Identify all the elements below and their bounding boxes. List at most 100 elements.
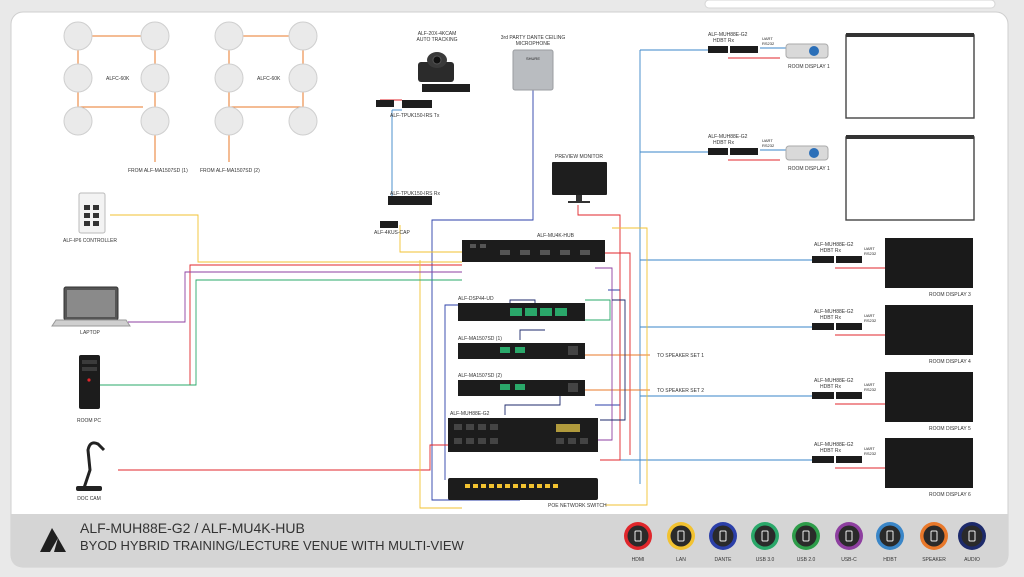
to-speaker-1: TO SPEAKER SET 1 [657, 353, 704, 359]
document-camera[interactable]: DOC CAM [76, 441, 106, 502]
tpuk-transmitter[interactable]: ALF-TPUK150-IRS Tx [376, 100, 440, 119]
rx6-rs: RS232 [864, 451, 877, 456]
legend-label: LAN [676, 557, 686, 563]
rx6-model: ALF-MUH88E-G2 [814, 442, 854, 448]
amplifier-2[interactable]: ALF-MA1507SD (2) [458, 373, 585, 396]
mu4k-hub[interactable]: ALF-MU4K-HUB [462, 233, 605, 262]
tpuk-receiver[interactable]: ALF-TPUK150-IRS Rx [388, 191, 441, 205]
usb-capture[interactable]: ALF-4KUS-CAP [374, 221, 411, 236]
ceiling-speaker-icon [140, 106, 170, 136]
speaker-set-2: ALFC-60K FROM ALF-MA1507SD (2) [200, 21, 318, 174]
ceiling-speaker-icon [140, 63, 170, 93]
dsp-processor[interactable]: ALF-DSP44-UD [458, 296, 585, 321]
rx4-uart: UART [864, 313, 875, 318]
speaker-set-1-label: ALFC-60K [106, 76, 130, 82]
display-4-label: ROOM DISPLAY 4 [929, 359, 971, 365]
rx1-model: ALF-MUH88E-G2 [708, 32, 748, 38]
receiver-3[interactable]: ALF-MUH88E-G2 HDBT Rx UART RS232 [812, 242, 877, 263]
legend-item-audio: AUDIO [958, 522, 986, 563]
amp2-label: ALF-MA1507SD (2) [458, 373, 502, 379]
speaker-icon [930, 530, 938, 542]
rx4-model: ALF-MUH88E-G2 [814, 309, 854, 315]
rx5-model: ALF-MUH88E-G2 [814, 378, 854, 384]
rx5-uart: UART [864, 382, 875, 387]
ceiling-speaker-icon [288, 63, 318, 93]
rx2-uart: UART [762, 138, 773, 143]
amp1-label: ALF-MA1507SD (1) [458, 336, 502, 342]
top-tab [704, 0, 996, 9]
ceiling-microphone[interactable]: SHURE 3rd PARTY DANTE CEILING MICROPHONE [501, 35, 566, 91]
legend-label: SPEAKER [922, 557, 946, 563]
hub-label: ALF-MU4K-HUB [537, 233, 575, 239]
to-speaker-2: TO SPEAKER SET 2 [657, 388, 704, 394]
display-4[interactable]: ROOM DISPLAY 4 [885, 305, 973, 365]
ptz-camera[interactable]: ALF-20X-4KCAM AUTO TRACKING [417, 31, 458, 82]
mic-label-1: 3rd PARTY DANTE CEILING [501, 35, 566, 41]
rx3-model: ALF-MUH88E-G2 [814, 242, 854, 248]
ceiling-speaker-icon [214, 63, 244, 93]
dante-icon [719, 530, 727, 542]
legend-label: HDBT [883, 557, 897, 563]
ceiling-speaker-icon [288, 21, 318, 51]
rx4-rs: RS232 [864, 318, 877, 323]
rx2-rs: RS232 [762, 143, 775, 148]
projector-2[interactable]: ROOM DISPLAY 1 [785, 145, 830, 172]
projector-1-label: ROOM DISPLAY 1 [788, 64, 830, 70]
camera-label-1: ALF-20X-4KCAM [418, 31, 457, 37]
ip6-controller[interactable]: ALF-IP6 CONTROLLER [63, 192, 117, 244]
hdbt-icon [886, 530, 894, 542]
projection-screen-2 [845, 135, 975, 221]
lan-icon [677, 530, 685, 542]
receiver-4[interactable]: ALF-MUH88E-G2 HDBT Rx UART RS232 [812, 309, 877, 330]
ceiling-speaker-icon [214, 21, 244, 51]
laptop[interactable]: LAPTOP [51, 286, 131, 336]
preview-monitor-label: PREVIEW MONITOR [555, 154, 603, 160]
display-3-label: ROOM DISPLAY 3 [929, 292, 971, 298]
ceiling-speaker-icon [140, 21, 170, 51]
camera-label-2: AUTO TRACKING [417, 37, 458, 43]
room-pc-label: ROOM PC [77, 418, 101, 424]
amplifier-1[interactable]: ALF-MA1507SD (1) [458, 336, 585, 359]
legend-item-usb-2-0: USB 2.0 [792, 522, 820, 563]
speaker-set-1-source: FROM ALF-MA1507SD (1) [128, 168, 188, 174]
diagram-title: ALF-MUH88E-G2 / ALF-MU4K-HUB [80, 520, 305, 536]
projection-screen-1 [845, 33, 975, 119]
legend-item-hdbt: HDBT [876, 522, 904, 563]
legend-item-lan: LAN [667, 522, 695, 563]
legend-label: HDMI [632, 557, 645, 563]
camera-extender-box [422, 84, 470, 92]
display-6[interactable]: ROOM DISPLAY 6 [885, 438, 973, 498]
receiver-1[interactable]: ALF-MUH88E-G2 HDBT Rx UART RS232 [708, 32, 775, 53]
poe-switch[interactable]: POE NETWORK SWITCH [448, 478, 607, 509]
matrix-switcher[interactable]: ALF-MUH88E-G2 [448, 411, 598, 452]
ceiling-speaker-icon [63, 21, 93, 51]
usb3-icon [761, 530, 769, 542]
preview-monitor[interactable]: PREVIEW MONITOR [552, 154, 607, 203]
rx2-sub: HDBT Rx [713, 140, 735, 146]
ceiling-speaker-icon [63, 63, 93, 93]
receiver-2[interactable]: ALF-MUH88E-G2 HDBT Rx UART RS232 [708, 134, 775, 155]
receiver-5[interactable]: ALF-MUH88E-G2 HDBT Rx UART RS232 [812, 378, 877, 399]
legend-label: USB-C [841, 557, 857, 563]
rx1-sub: HDBT Rx [713, 38, 735, 44]
hdmi-icon [634, 530, 642, 542]
display-6-label: ROOM DISPLAY 6 [929, 492, 971, 498]
doc-cam-label: DOC CAM [77, 496, 101, 502]
display-3[interactable]: ROOM DISPLAY 3 [885, 238, 973, 298]
controller-label: ALF-IP6 CONTROLLER [63, 238, 117, 244]
projector-1[interactable]: ROOM DISPLAY 1 [785, 43, 830, 70]
usbc-icon [845, 530, 853, 542]
poe-switch-label: POE NETWORK SWITCH [548, 503, 607, 509]
legend-item-hdmi: HDMI [624, 522, 652, 563]
rx6-uart: UART [864, 446, 875, 451]
room-pc[interactable]: ROOM PC [77, 355, 101, 424]
rx3-uart: UART [864, 246, 875, 251]
receiver-6[interactable]: ALF-MUH88E-G2 HDBT Rx UART RS232 [812, 442, 877, 463]
usb2-icon [802, 530, 810, 542]
speaker-set-2-source: FROM ALF-MA1507SD (2) [200, 168, 260, 174]
ceiling-speaker-icon [214, 106, 244, 136]
legend-label: DANTE [715, 557, 733, 563]
display-5[interactable]: ROOM DISPLAY 5 [885, 372, 973, 432]
ceiling-speaker-icon [288, 106, 318, 136]
